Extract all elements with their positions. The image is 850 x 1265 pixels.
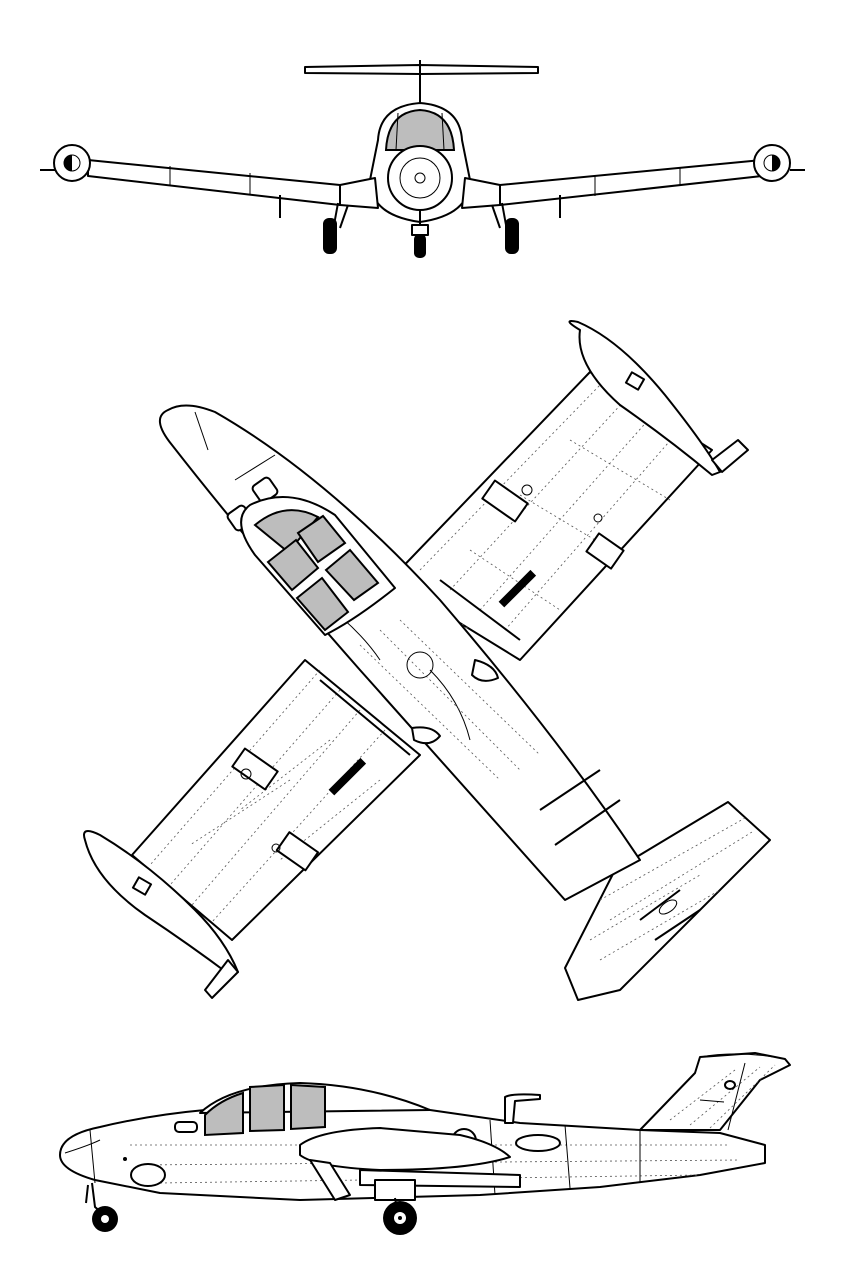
side-wing bbox=[299, 1127, 521, 1201]
top-right-tip-tank bbox=[568, 320, 749, 476]
front-landing-gear bbox=[279, 195, 561, 258]
front-fuselage bbox=[339, 102, 501, 223]
top-left-wing bbox=[131, 659, 421, 941]
top-canopy bbox=[240, 496, 396, 636]
top-right-wing bbox=[389, 371, 713, 661]
front-left-wing bbox=[87, 159, 341, 206]
front-right-wing bbox=[499, 159, 763, 206]
front-view-drawing bbox=[40, 60, 805, 258]
top-view bbox=[0, 300, 850, 1020]
side-landing-gear bbox=[85, 1182, 417, 1235]
side-canopy bbox=[199, 1082, 431, 1137]
front-right-tip-tank bbox=[753, 144, 805, 182]
side-view-drawing bbox=[59, 1052, 791, 1235]
front-tailplane bbox=[304, 60, 539, 108]
front-left-tip-tank bbox=[40, 144, 91, 182]
side-view bbox=[0, 1035, 850, 1265]
side-fin bbox=[639, 1052, 791, 1131]
top-view-drawing bbox=[83, 320, 771, 1001]
side-antenna bbox=[504, 1093, 541, 1124]
top-left-tip-tank bbox=[83, 830, 239, 999]
front-view bbox=[0, 0, 850, 290]
top-tailplane bbox=[564, 801, 771, 1001]
